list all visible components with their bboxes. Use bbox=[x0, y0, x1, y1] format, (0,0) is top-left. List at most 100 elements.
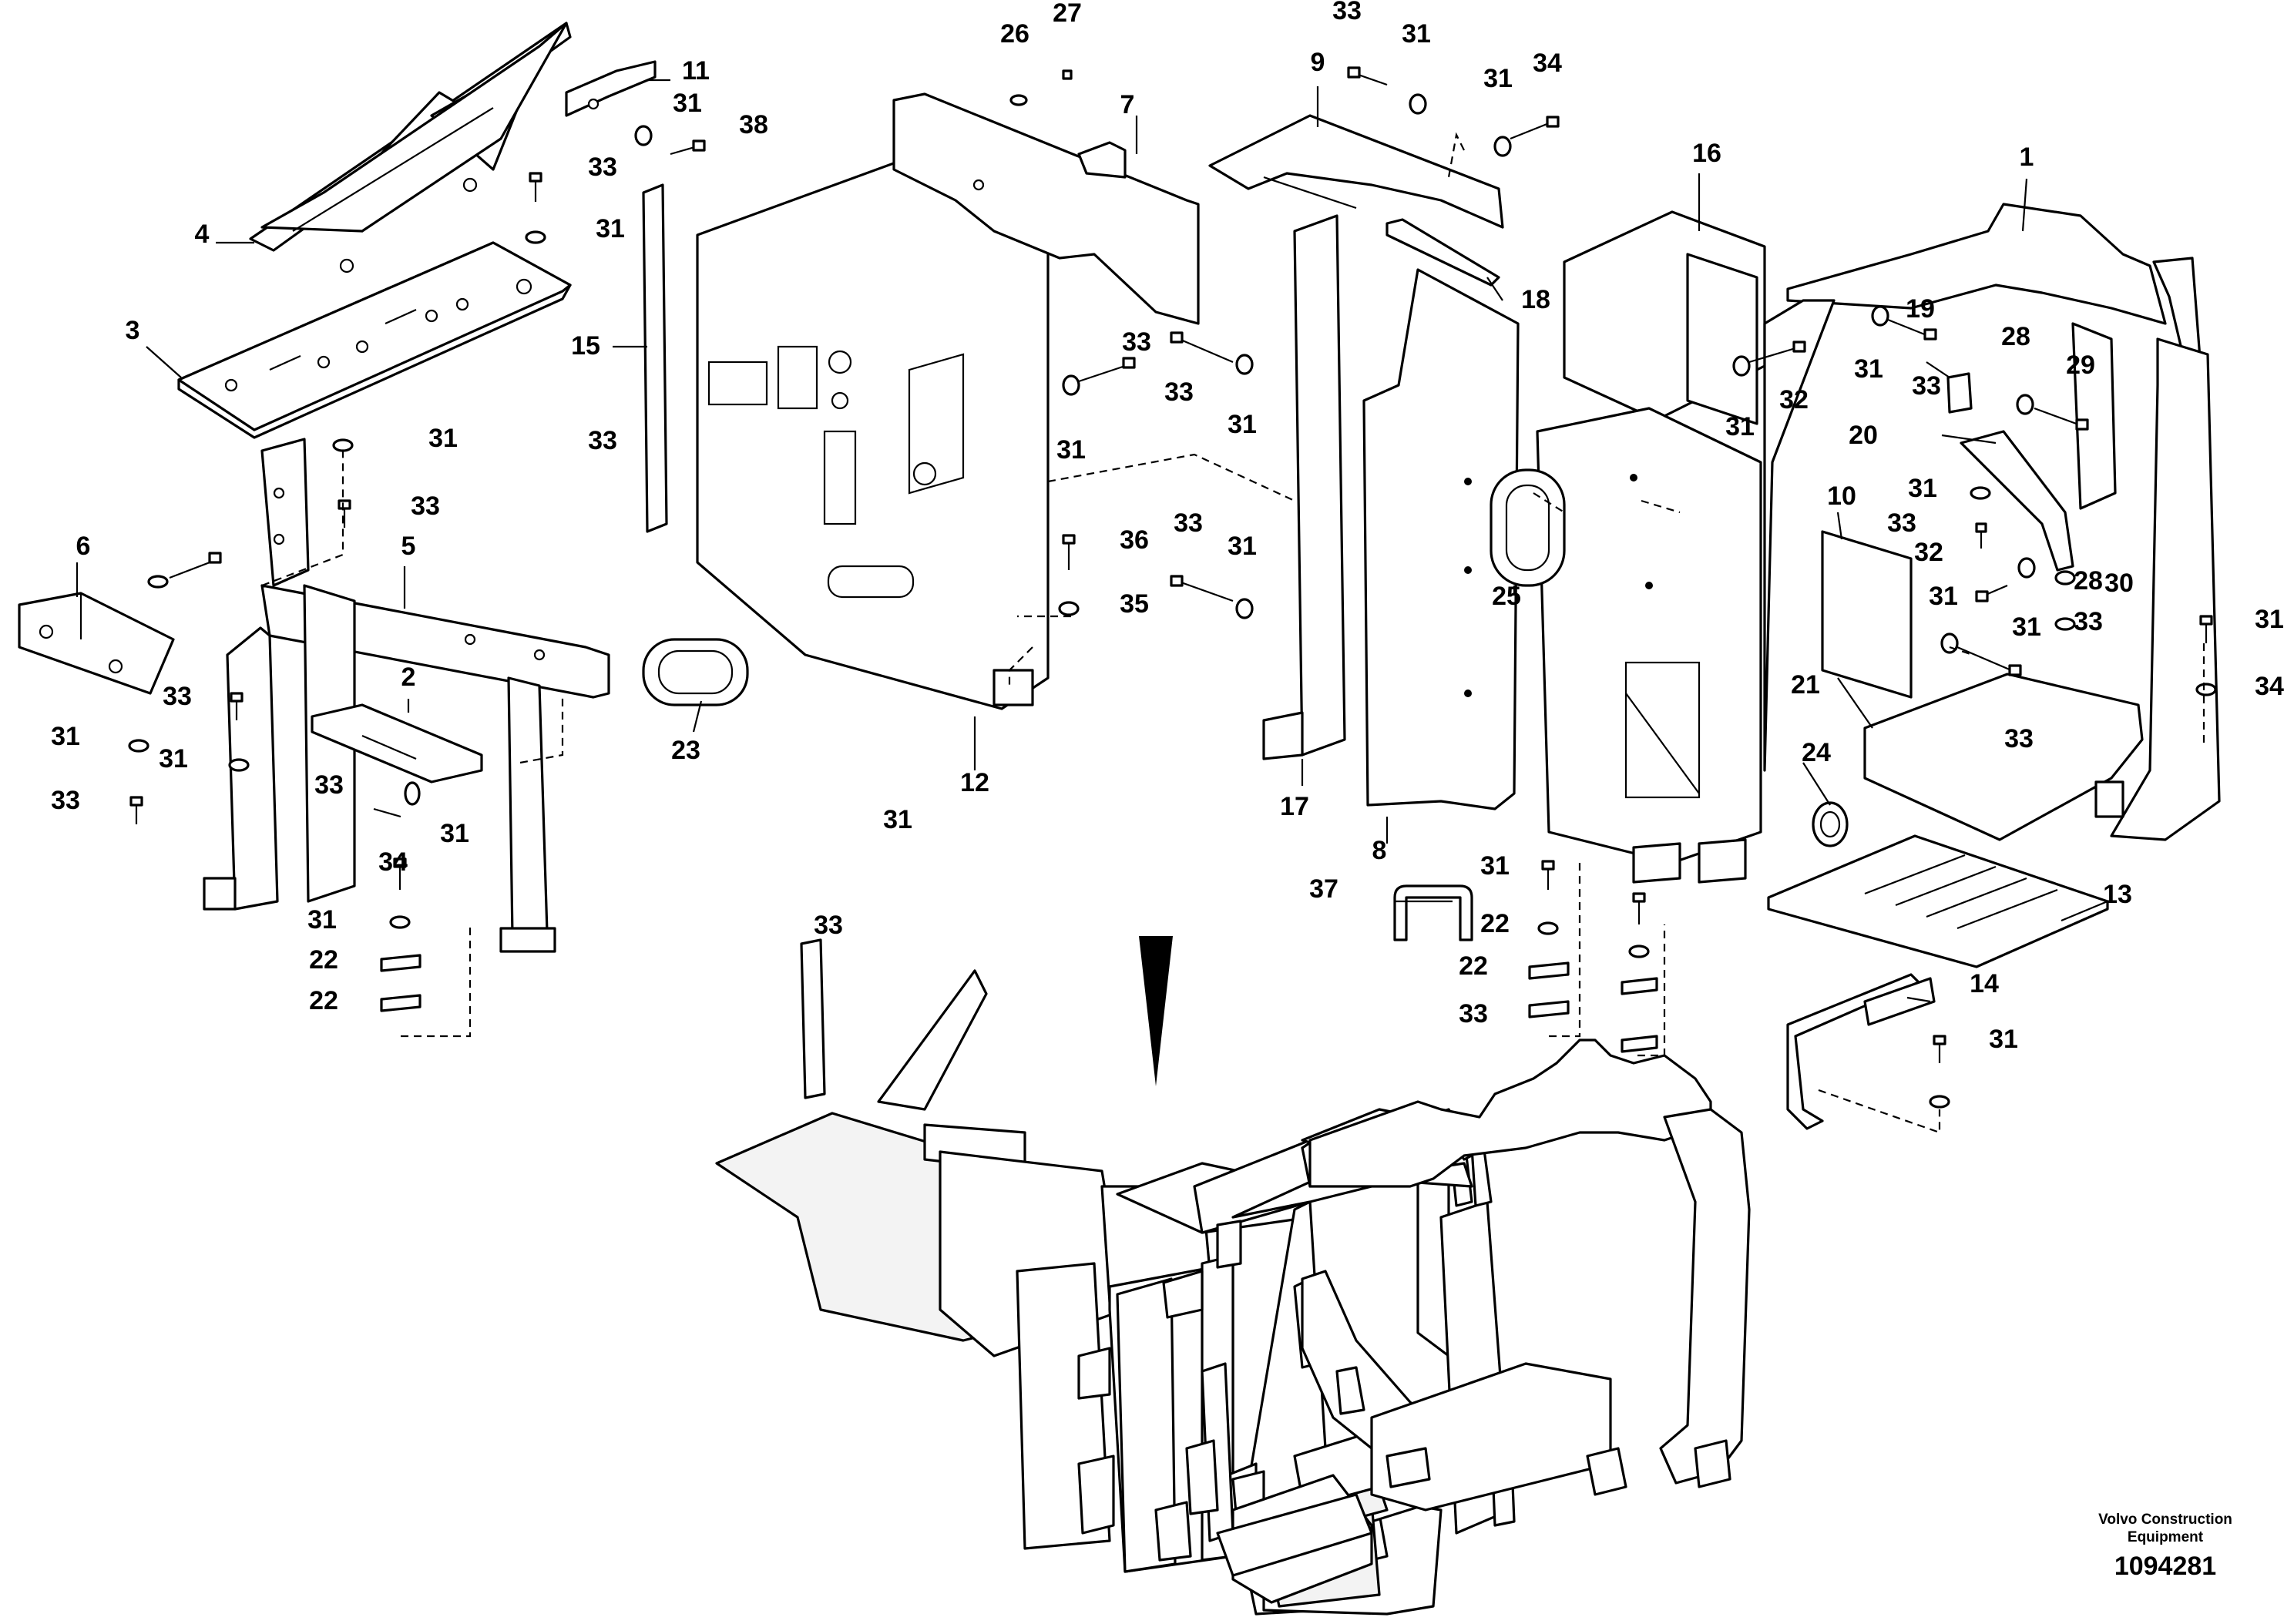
callout-label: 12 bbox=[960, 768, 989, 797]
callout-label: 34 bbox=[1533, 49, 1562, 78]
callout-label: 28 bbox=[2001, 322, 2030, 351]
callout-label: 35 bbox=[1120, 589, 1149, 619]
callout-label: 31 bbox=[1402, 19, 1431, 49]
callout-label: 5 bbox=[401, 532, 416, 561]
callout-label: 14 bbox=[1970, 969, 1999, 998]
callout-label: 7 bbox=[1120, 90, 1135, 119]
callout-label: 31 bbox=[1929, 582, 1958, 611]
callout-label: 37 bbox=[1309, 874, 1338, 904]
callout-label: 33 bbox=[1887, 508, 1916, 538]
callout-label: 17 bbox=[1280, 792, 1309, 821]
callout-label: 30 bbox=[2104, 569, 2134, 598]
callout-label: 26 bbox=[1000, 19, 1029, 49]
callout-label: 21 bbox=[1791, 670, 1820, 700]
part-5-frame bbox=[203, 438, 610, 953]
assembled-view bbox=[715, 938, 1516, 1616]
callout-label: 33 bbox=[1332, 0, 1362, 25]
part-8-panel bbox=[1362, 268, 1520, 810]
part-15-strip bbox=[642, 183, 668, 533]
callout-label: 22 bbox=[309, 986, 338, 1015]
part-11-bracket bbox=[565, 60, 657, 117]
fasteners bbox=[128, 66, 2217, 1109]
callout-label: 31 bbox=[1483, 64, 1513, 93]
part-13-step-plate bbox=[1767, 834, 2109, 968]
leader-lines bbox=[76, 79, 2108, 1003]
callout-label: 13 bbox=[2103, 880, 2132, 909]
brand-block: Volvo Construction Equipment 1094281 bbox=[2098, 1512, 2232, 1581]
brand-subtitle: Equipment bbox=[2128, 1529, 2204, 1545]
part-4-bracket bbox=[249, 22, 572, 273]
callout-label: 31 bbox=[673, 89, 702, 118]
part-23-grommet bbox=[642, 638, 749, 706]
callout-label: 4 bbox=[195, 220, 210, 249]
callout-label: 33 bbox=[51, 786, 80, 815]
part-12-side-panel bbox=[696, 160, 1050, 710]
callout-label: 33 bbox=[588, 426, 617, 455]
callout-label: 15 bbox=[571, 331, 600, 361]
callout-label: 31 bbox=[1989, 1025, 2018, 1054]
callout-label: 33 bbox=[163, 682, 192, 711]
part-7-top-panel bbox=[892, 92, 1200, 325]
callout-label: 33 bbox=[1122, 327, 1151, 357]
callout-label: 31 bbox=[51, 722, 80, 751]
part-24-ring bbox=[1812, 801, 1849, 847]
callout-label: 31 bbox=[596, 214, 625, 243]
callout-label: 24 bbox=[1802, 738, 1831, 767]
part-16-tower bbox=[1536, 210, 1766, 884]
callout-label: 31 bbox=[2255, 605, 2284, 634]
callout-label: 2 bbox=[401, 663, 416, 692]
callout-label: 31 bbox=[2012, 612, 2041, 642]
callout-label: 33 bbox=[1459, 999, 1488, 1028]
callout-label: 33 bbox=[1912, 371, 1941, 401]
callout-label: 3 bbox=[126, 316, 140, 345]
part-19-20-arm bbox=[1946, 372, 2074, 572]
assembly-dashed-lines bbox=[261, 132, 2205, 1134]
callout-label: 33 bbox=[314, 770, 344, 800]
callout-label: 31 bbox=[1480, 851, 1510, 881]
callout-label: 34 bbox=[378, 847, 408, 877]
part-2-small-bracket bbox=[311, 703, 483, 783]
callout-label: 31 bbox=[883, 805, 912, 834]
part-9-cover bbox=[1208, 114, 1504, 229]
callout-label: 19 bbox=[1906, 294, 1935, 324]
callout-label: 10 bbox=[1827, 481, 1856, 511]
callout-label: 33 bbox=[814, 911, 843, 940]
callout-label: 31 bbox=[440, 819, 469, 848]
callout-label: 23 bbox=[671, 736, 700, 765]
callout-label: 31 bbox=[307, 905, 337, 934]
part-10-sheet bbox=[1821, 530, 1913, 699]
callout-label: 20 bbox=[1849, 421, 1878, 450]
callout-label: 32 bbox=[1914, 538, 1943, 567]
assembly-pointer bbox=[1139, 936, 1173, 1086]
assembled-cab-frame bbox=[1077, 1038, 1751, 1604]
callout-label: 36 bbox=[1120, 525, 1149, 555]
drawing-number: 1094281 bbox=[2114, 1552, 2216, 1581]
callout-label: 9 bbox=[1311, 48, 1325, 77]
part-18-rail bbox=[1385, 218, 1500, 287]
callout-label: 27 bbox=[1053, 0, 1082, 28]
part-37-handle bbox=[1393, 884, 1473, 941]
part-3-plate bbox=[177, 241, 572, 439]
callout-label: 33 bbox=[1164, 377, 1194, 407]
callout-label: 31 bbox=[1228, 410, 1257, 439]
callout-label: 18 bbox=[1521, 285, 1550, 314]
callout-label: 1 bbox=[2020, 143, 2034, 172]
part-17-channel bbox=[1262, 214, 1346, 760]
callout-label: 8 bbox=[1372, 836, 1387, 865]
callout-label: 22 bbox=[1459, 951, 1488, 981]
callout-label: 32 bbox=[1779, 385, 1809, 414]
callout-label: 29 bbox=[2066, 351, 2095, 380]
callout-label: 28 bbox=[2074, 566, 2103, 596]
callout-label: 31 bbox=[159, 744, 188, 773]
callout-label: 31 bbox=[1056, 435, 1086, 465]
callout-label: 31 bbox=[1854, 354, 1883, 384]
callout-label: 33 bbox=[2074, 607, 2103, 636]
callout-label: 25 bbox=[1492, 582, 1521, 611]
callout-label: 31 bbox=[1725, 412, 1755, 441]
callout-label: 6 bbox=[76, 532, 91, 561]
callout-label: 11 bbox=[682, 56, 710, 86]
callout-label: 31 bbox=[1228, 532, 1257, 561]
callout-label: 33 bbox=[1174, 508, 1203, 538]
